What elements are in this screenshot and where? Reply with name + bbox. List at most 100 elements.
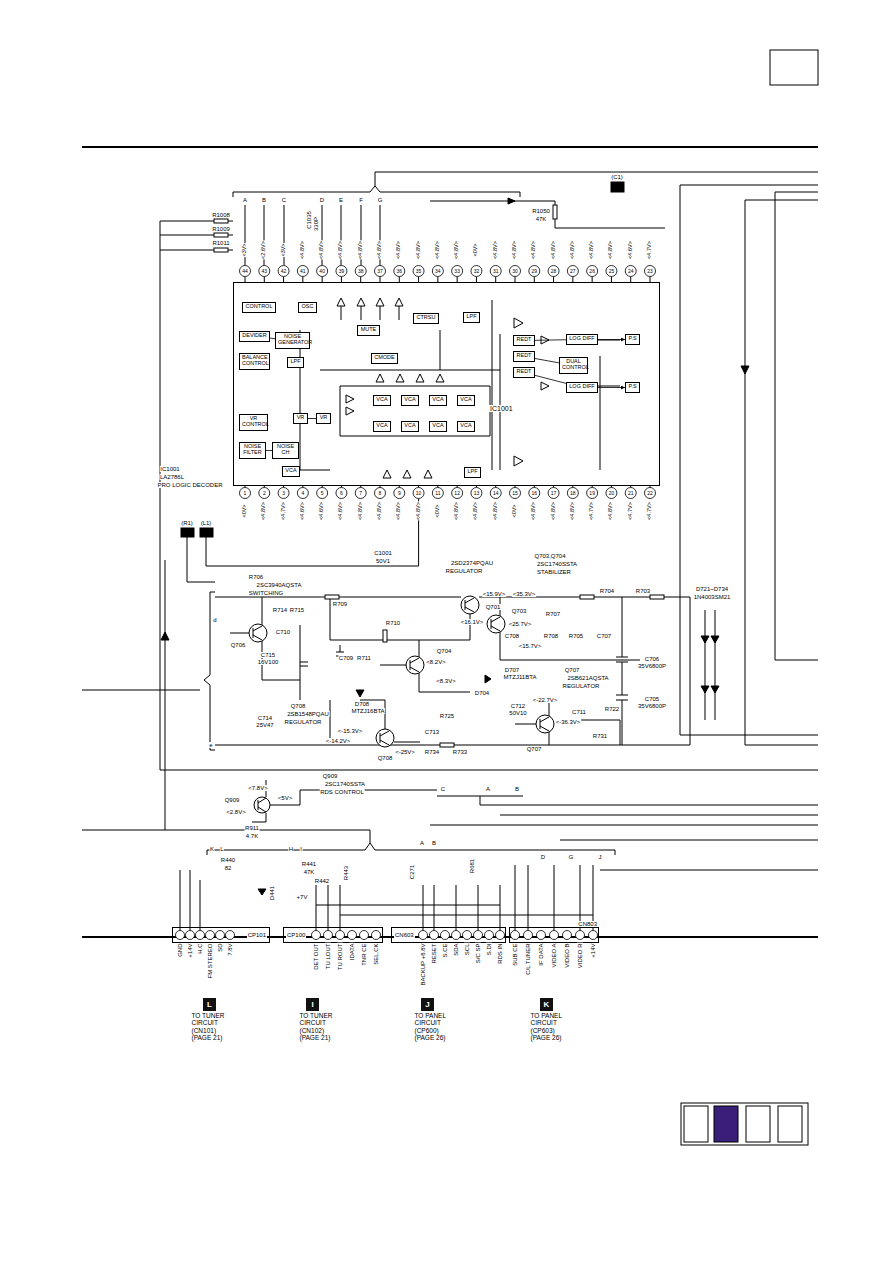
ic-pin xyxy=(567,488,578,499)
voltage-reading: <4.8V> xyxy=(397,241,403,260)
pin-number: 5 xyxy=(320,491,324,496)
resistor-symbol xyxy=(440,743,454,747)
pin-name: RDS IN xyxy=(497,943,503,964)
part-label: C709 xyxy=(338,655,353,661)
pin-name: +14V xyxy=(590,943,596,958)
part-label: Q703 xyxy=(511,608,527,614)
part-label: <35.3V> xyxy=(512,591,536,597)
io-bracket xyxy=(430,796,818,870)
connector-pin xyxy=(419,931,428,940)
voltage-reading: <4.8V> xyxy=(377,241,383,260)
transistor-symbol xyxy=(406,656,424,674)
destination-tag: L xyxy=(203,998,216,1011)
resistor-symbol xyxy=(214,219,228,223)
part-label: G xyxy=(568,854,574,860)
ic-pin xyxy=(452,488,463,499)
wiring xyxy=(82,50,818,1145)
ic-pin xyxy=(432,266,443,277)
voltage-reading: <4.8V> xyxy=(300,241,306,260)
ic-pin xyxy=(375,266,386,277)
block-label: VR CONTROL xyxy=(242,416,265,428)
ic-package: VCA xyxy=(457,421,475,432)
part-label: R442 xyxy=(314,878,329,884)
wire xyxy=(230,597,470,700)
part-label: REGULATOR xyxy=(445,568,483,574)
pin-number: 28 xyxy=(550,269,557,274)
block-label: LPF xyxy=(290,359,301,365)
connector-strip: CP100 xyxy=(283,927,383,943)
block-label: IC1001 xyxy=(489,405,514,412)
amplifier-symbol xyxy=(436,374,444,382)
pin-name: S.CE xyxy=(442,943,448,958)
block-label: VCA xyxy=(404,397,416,403)
ic-pin xyxy=(625,266,636,277)
part-label: E xyxy=(338,197,343,203)
part-label: R706 xyxy=(248,574,263,580)
amplifier-symbol xyxy=(346,395,354,403)
block-label: BALANCE CONTROL xyxy=(242,355,267,367)
block-label: VCA xyxy=(460,423,472,429)
part-label: RDS CONTROL xyxy=(320,789,365,795)
connector-pin xyxy=(441,931,450,940)
ic-pin xyxy=(259,266,270,277)
pin-number: 27 xyxy=(570,269,577,274)
voltage-reading: <0V> xyxy=(242,504,248,518)
transistor-symbol xyxy=(376,729,394,747)
transistor-symbol xyxy=(254,797,270,813)
ic-pin xyxy=(317,266,328,277)
amplifier-symbol xyxy=(395,298,403,306)
part-label: C705 xyxy=(644,696,659,702)
part-label: R911 xyxy=(245,825,260,831)
pin-name: 7.8V xyxy=(227,943,233,956)
block-label: REDT xyxy=(516,337,532,343)
part-label: R1011 xyxy=(212,240,230,246)
block-label: VCA xyxy=(460,397,472,403)
ic-package: REDT xyxy=(513,367,535,378)
ic-pin xyxy=(297,488,308,499)
part-label: STABILIZER xyxy=(537,569,572,575)
part-label: C711 xyxy=(572,709,587,715)
connector-pin xyxy=(324,931,333,940)
connector-pin xyxy=(485,931,494,940)
ic-package: VR CONTROL xyxy=(239,414,268,431)
ic-package: OSC xyxy=(298,302,317,313)
pin-number: 33 xyxy=(454,269,461,274)
voltage-reading: <4.8V> xyxy=(493,502,499,521)
part-label: MTZJ11BTA xyxy=(503,674,537,680)
block-label: VR xyxy=(296,415,305,421)
pin-number: 12 xyxy=(454,491,461,496)
ic-pin xyxy=(645,266,656,277)
pin-number: 39 xyxy=(338,269,345,274)
voltage-reading: <4.8V> xyxy=(589,241,595,260)
connector-pin xyxy=(511,931,520,940)
part-label: R725 xyxy=(439,713,454,719)
voltage-reading: <4.8V> xyxy=(377,502,383,521)
part-label: 2SC1740SSTA xyxy=(324,781,365,787)
pin-number: 4 xyxy=(301,491,305,496)
ic-pin xyxy=(240,488,251,499)
part-label: PRO LOGIC DECODER xyxy=(157,482,223,488)
amplifier-symbol xyxy=(514,456,523,466)
part-label: R722 xyxy=(604,706,619,712)
part-label: B xyxy=(514,786,519,792)
part-label: K xyxy=(209,846,214,852)
pin-number: 25 xyxy=(608,269,615,274)
connector-pin xyxy=(186,931,195,940)
wire xyxy=(375,172,818,186)
pin-number: 17 xyxy=(550,491,557,496)
voltage-reading: <4.8V> xyxy=(319,241,325,260)
pin-number: 6 xyxy=(340,491,344,496)
ic-pin xyxy=(529,266,540,277)
part-label: (C1) xyxy=(611,174,624,180)
voltage-reading: <4.8V> xyxy=(397,502,403,521)
connector-pin xyxy=(206,931,215,940)
ic-package: VR xyxy=(316,413,331,424)
part-label: d xyxy=(213,617,217,623)
pin-name: SUB CE xyxy=(512,943,518,966)
part-label: R711 xyxy=(357,655,372,661)
voltage-reading: <2.6V> xyxy=(262,241,268,260)
part-label: A xyxy=(485,786,490,792)
part-label: <-15.3V> xyxy=(337,728,363,734)
destination-note: TO TUNER CIRCUIT (CN102) (PAGE 21) xyxy=(299,1012,344,1042)
part-label: 25V47 xyxy=(256,722,274,728)
